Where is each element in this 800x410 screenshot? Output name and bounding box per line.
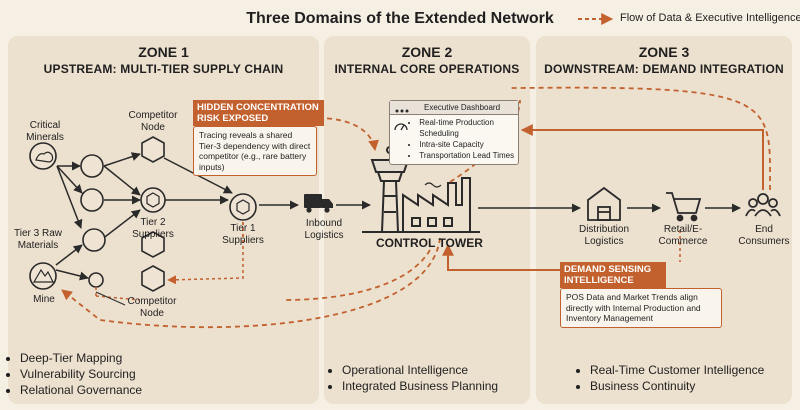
zone3-panel [536,36,792,404]
mineral-icon [35,151,54,163]
tier1-node [229,193,257,221]
tier3-label: Tier 3 Raw Materials [14,228,62,251]
zone3-heading: ZONE 3 [638,44,690,60]
tier1-hex-icon [236,199,250,215]
dashboard-item: Real-time Production Scheduling [419,117,518,139]
end-consumers-label: End Consumers [738,224,790,247]
shopping-cart-icon [666,192,702,222]
critical-minerals-label: Critical Minerals [26,120,64,143]
zone2-subtitle: INTERNAL CORE OPERATIONS [334,62,520,76]
zone2-bullet: Operational Intelligence [342,362,498,378]
dashboard-item: Intra-site Capacity [419,139,518,150]
retail-label: Retail/E-Commerce [658,224,708,247]
dashboard-title-bar: Executive Dashboard [390,101,518,115]
zone3-bullet: Real-Time Customer Intelligence [590,362,764,378]
inbound-logistics-label: Inbound Logistics [304,218,344,241]
tier2-label: Tier 2 Suppliers [132,217,174,240]
tier3-node-a [80,154,104,178]
executive-dashboard: Executive Dashboard Real-time Production… [389,100,519,165]
zone3-bullet: Business Continuity [590,378,764,394]
dashboard-item: Transportation Lead Times [419,150,518,161]
zone1-bullet: Vulnerability Sourcing [20,366,142,382]
competitor-bottom-label: Competitor Node [127,296,177,319]
zone1-bullets: Deep-Tier Mapping Vulnerability Sourcing… [4,350,142,398]
distribution-logistics-label: Distribution Logistics [578,224,630,247]
zone1-bullet: Deep-Tier Mapping [20,350,142,366]
mine-node [29,262,57,290]
factory-icon [402,177,471,233]
zone1-subtitle: UPSTREAM: MULTI-TIER SUPPLY CHAIN [43,62,284,76]
warehouse-icon [587,186,621,221]
competitor-node-bottom [141,265,165,292]
demand-sensing-body: POS Data and Market Trends align directl… [560,288,722,328]
gauge-icon [390,115,409,164]
page-title: Three Domains of the Extended Network [246,10,554,27]
window-dots-icon [395,105,417,113]
competitor-node-top [141,136,165,163]
tier3-node-c [82,228,106,252]
zone1-panel [8,36,319,404]
tier2-node [140,187,166,213]
legend-label: Flow of Data & Executive Intelligence [620,12,800,24]
tier1-label: Tier 1 Suppliers [222,223,264,246]
mine-icon [32,268,54,283]
zone2-heading: ZONE 2 [401,44,453,60]
mine-label: Mine [33,294,55,305]
concentration-risk-heading: HIDDEN CONCENTRATION RISK EXPOSED [193,100,324,126]
consumers-icon [745,193,781,217]
dashboard-title: Executive Dashboard [424,103,501,112]
zone2-bullets: Operational Intelligence Integrated Busi… [326,362,498,394]
zone3-bullets: Real-Time Customer Intelligence Business… [574,362,764,394]
truck-icon [304,194,333,213]
zone3-subtitle: DOWNSTREAM: DEMAND INTEGRATION [544,62,784,76]
tier2-hex-icon [146,192,160,208]
competitor-top-label: Competitor Node [128,110,178,133]
demand-sensing-heading: DEMAND SENSING INTELLIGENCE [560,262,666,288]
control-tower-label: CONTROL TOWER [376,236,483,250]
concentration-risk-body: Tracing reveals a shared Tier-3 dependen… [193,126,317,176]
tier3-node-b [80,188,104,212]
competitor-node-middle [141,231,165,258]
zone2-bullet: Integrated Business Planning [342,378,498,394]
zone1-heading: ZONE 1 [138,44,189,60]
tier3-node-d [88,272,104,288]
zone1-bullet: Relational Governance [20,382,142,398]
